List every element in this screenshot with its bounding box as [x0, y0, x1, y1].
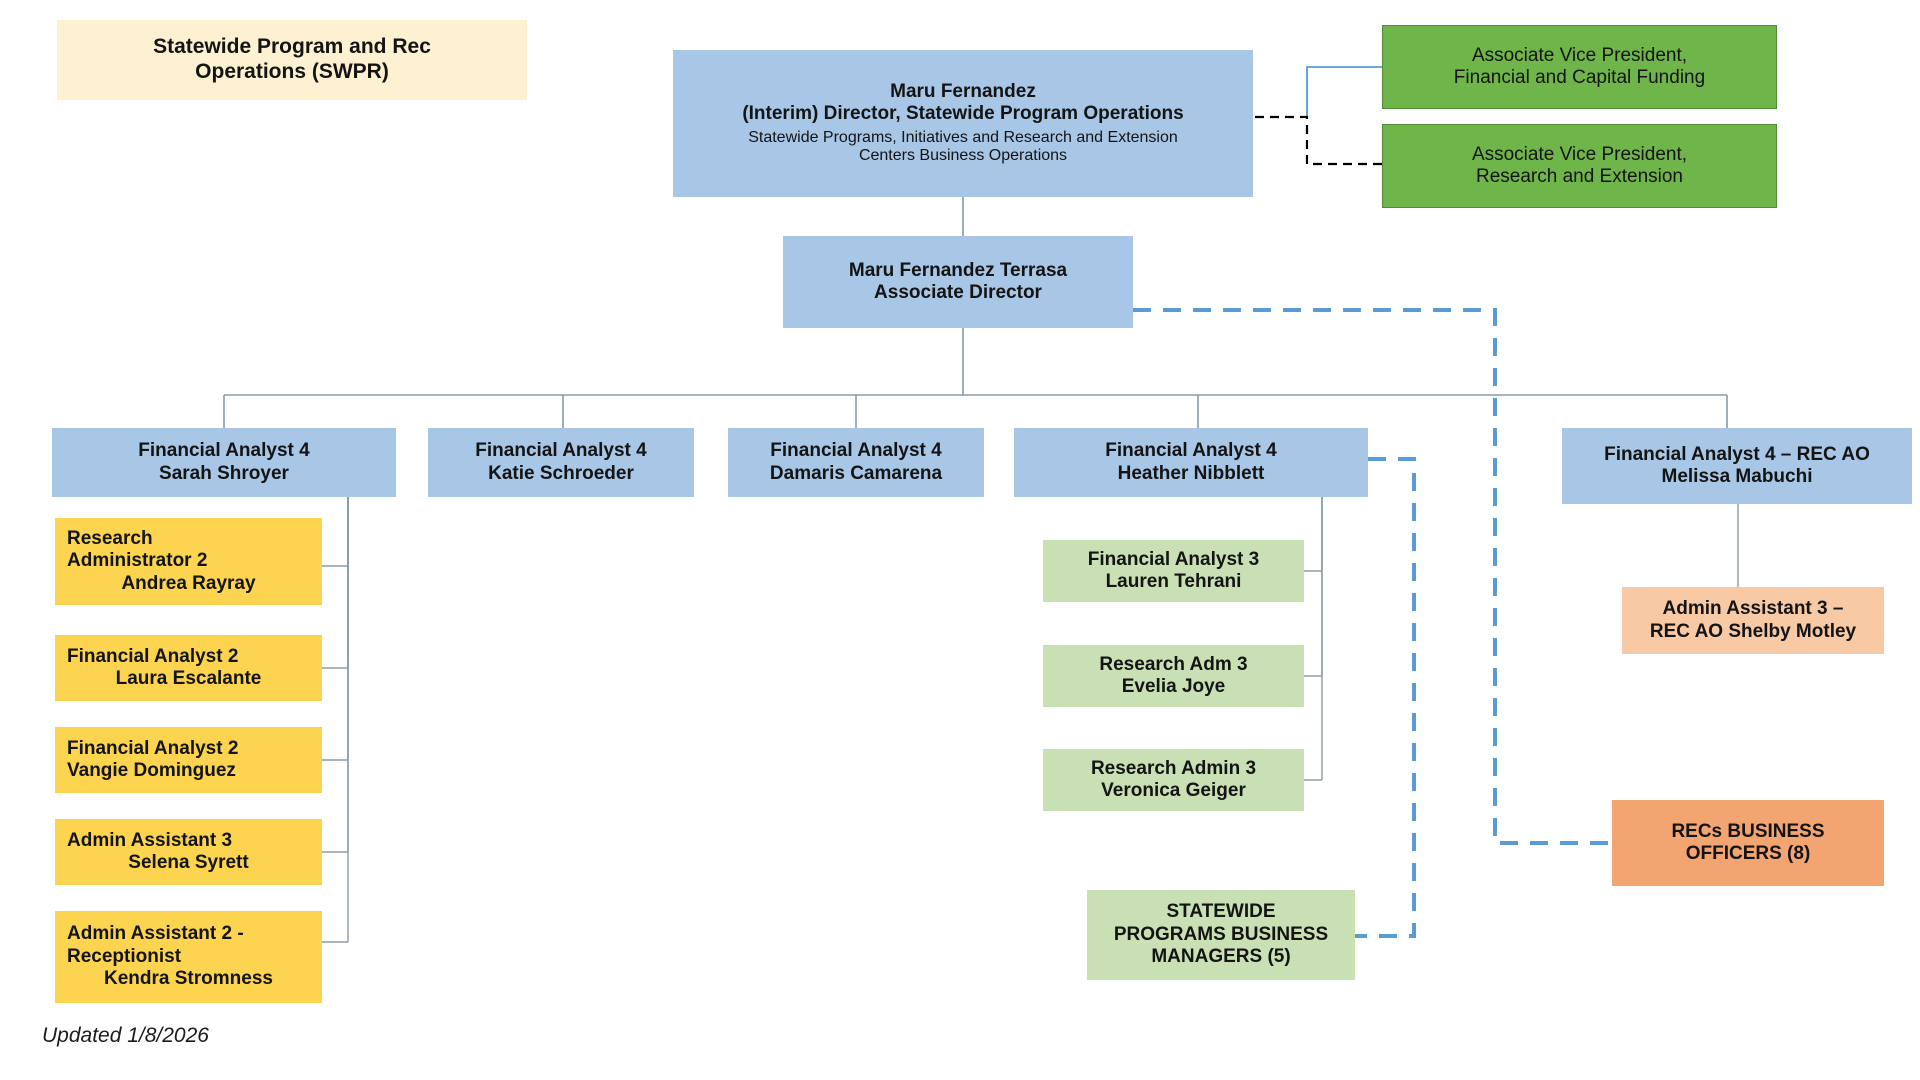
- node-financial-analyst-3-lauren-tehrani[interactable]: Financial Analyst 3 Lauren Tehrani: [1043, 540, 1304, 602]
- avp-financial-line-1: Associate Vice President,: [1471, 44, 1688, 66]
- node-research-administrator-2-andrea-rayray[interactable]: Research Administrator 2 Andrea Rayray: [55, 518, 322, 605]
- nibblett-report-2-line-2: Veronica Geiger: [1101, 780, 1246, 801]
- node-analyst-heather-nibblett[interactable]: Financial Analyst 4 Heather Nibblett: [1014, 428, 1368, 497]
- node-financial-analyst-2-vangie-dominguez[interactable]: Financial Analyst 2 Vangie Dominguez: [55, 727, 322, 793]
- analyst-0-title: Financial Analyst 4: [138, 440, 310, 462]
- director-detail-line-2: Centers Business Operations: [858, 147, 1068, 165]
- node-research-adm-3-evelia-joye[interactable]: Research Adm 3 Evelia Joye: [1043, 645, 1304, 707]
- node-financial-analyst-2-laura-escalante[interactable]: Financial Analyst 2 Laura Escalante: [55, 635, 322, 701]
- shroyer-report-4-line-3: Kendra Stromness: [104, 968, 273, 990]
- shroyer-report-0-line-3: Andrea Rayray: [121, 572, 256, 594]
- shroyer-report-4-line-1: Admin Assistant 2 -: [67, 923, 244, 945]
- nibblett-report-2-line-1: Research Admin 3: [1090, 757, 1257, 779]
- nibblett-report-0-line-1: Financial Analyst 3: [1087, 548, 1260, 570]
- node-analyst-katie-schroeder[interactable]: Financial Analyst 4 Katie Schroeder: [428, 428, 694, 497]
- shroyer-report-0-line-1: Research: [67, 527, 153, 549]
- node-admin-assistant-3-selena-syrett[interactable]: Admin Assistant 3 Selena Syrett: [55, 819, 322, 885]
- director-name: Maru Fernandez: [890, 80, 1036, 102]
- avp-research-line-2: Research and Extension: [1475, 166, 1683, 187]
- mabuchi-report-line-2: REC AO Shelby Motley: [1649, 620, 1857, 642]
- nibblett-report-1-line-2: Evelia Joye: [1121, 676, 1226, 697]
- statewide-managers-line-1: STATEWIDE: [1166, 901, 1276, 923]
- analyst-0-name: Sarah Shroyer: [159, 462, 289, 484]
- analyst-1-title: Financial Analyst 4: [475, 440, 647, 462]
- node-admin-assistant-3-rec-ao-shelby-motley[interactable]: Admin Assistant 3 – REC AO Shelby Motley: [1622, 587, 1884, 654]
- shroyer-report-3-line-2: Selena Syrett: [128, 852, 249, 873]
- analyst-4-name: Melissa Mabuchi: [1661, 466, 1813, 487]
- director-detail-line-1: Statewide Programs, Initiatives and Rese…: [748, 128, 1178, 146]
- shroyer-report-4-line-2: Receptionist: [67, 945, 182, 967]
- node-analyst-sarah-shroyer[interactable]: Financial Analyst 4 Sarah Shroyer: [52, 428, 396, 497]
- nibblett-report-1-line-1: Research Adm 3: [1099, 653, 1248, 675]
- shroyer-report-1-line-1: Financial Analyst 2: [67, 645, 239, 667]
- updated-date-label: Updated 1/8/2026: [42, 1024, 209, 1047]
- shroyer-report-2-line-2: Vangie Dominguez: [67, 760, 236, 781]
- associate-director-title: Associate Director: [874, 282, 1042, 303]
- title-box: Statewide Program and Rec Operations (SW…: [57, 20, 527, 100]
- associate-director-name: Maru Fernandez Terrasa: [848, 259, 1068, 281]
- shroyer-report-3-line-1: Admin Assistant 3: [67, 829, 233, 851]
- node-avp-research-extension[interactable]: Associate Vice President, Research and E…: [1382, 124, 1777, 208]
- node-director[interactable]: Maru Fernandez (Interim) Director, State…: [673, 50, 1253, 197]
- analyst-2-title: Financial Analyst 4: [770, 440, 942, 462]
- recs-officers-line-1: RECs BUSINESS: [1671, 820, 1825, 842]
- director-title: (Interim) Director, Statewide Program Op…: [742, 103, 1184, 125]
- node-associate-director[interactable]: Maru Fernandez Terrasa Associate Directo…: [783, 236, 1133, 328]
- avp-financial-line-2: Financial and Capital Funding: [1453, 67, 1706, 88]
- statewide-managers-line-2: PROGRAMS BUSINESS: [1113, 923, 1329, 945]
- shroyer-report-0-line-2: Administrator 2: [67, 550, 208, 572]
- shroyer-report-2-line-1: Financial Analyst 2: [67, 737, 239, 759]
- statewide-managers-line-3: MANAGERS (5): [1151, 946, 1291, 968]
- title-line-2: Operations (SWPR): [195, 60, 389, 83]
- node-recs-business-officers[interactable]: RECs BUSINESS OFFICERS (8): [1612, 800, 1884, 886]
- nibblett-report-0-line-2: Lauren Tehrani: [1105, 571, 1242, 592]
- analyst-3-title: Financial Analyst 4: [1105, 440, 1277, 462]
- shroyer-report-1-line-2: Laura Escalante: [115, 668, 262, 689]
- title-line-1: Statewide Program and Rec: [153, 35, 431, 59]
- analyst-3-name: Heather Nibblett: [1117, 462, 1265, 484]
- node-research-admin-3-veronica-geiger[interactable]: Research Admin 3 Veronica Geiger: [1043, 749, 1304, 811]
- mabuchi-report-line-1: Admin Assistant 3 –: [1662, 598, 1844, 620]
- analyst-4-title: Financial Analyst 4 – REC AO: [1604, 443, 1870, 465]
- node-admin-assistant-2-receptionist-kendra-stromness[interactable]: Admin Assistant 2 - Receptionist Kendra …: [55, 911, 322, 1003]
- node-analyst-damaris-camarena[interactable]: Financial Analyst 4 Damaris Camarena: [728, 428, 984, 497]
- node-statewide-programs-business-managers[interactable]: STATEWIDE PROGRAMS BUSINESS MANAGERS (5): [1087, 890, 1355, 980]
- avp-research-line-1: Associate Vice President,: [1471, 143, 1688, 165]
- recs-officers-line-2: OFFICERS (8): [1685, 843, 1811, 864]
- node-avp-financial-capital-funding[interactable]: Associate Vice President, Financial and …: [1382, 25, 1777, 109]
- analyst-2-name: Damaris Camarena: [769, 462, 943, 484]
- node-analyst-melissa-mabuchi[interactable]: Financial Analyst 4 – REC AO Melissa Mab…: [1562, 428, 1912, 504]
- analyst-1-name: Katie Schroeder: [488, 462, 634, 484]
